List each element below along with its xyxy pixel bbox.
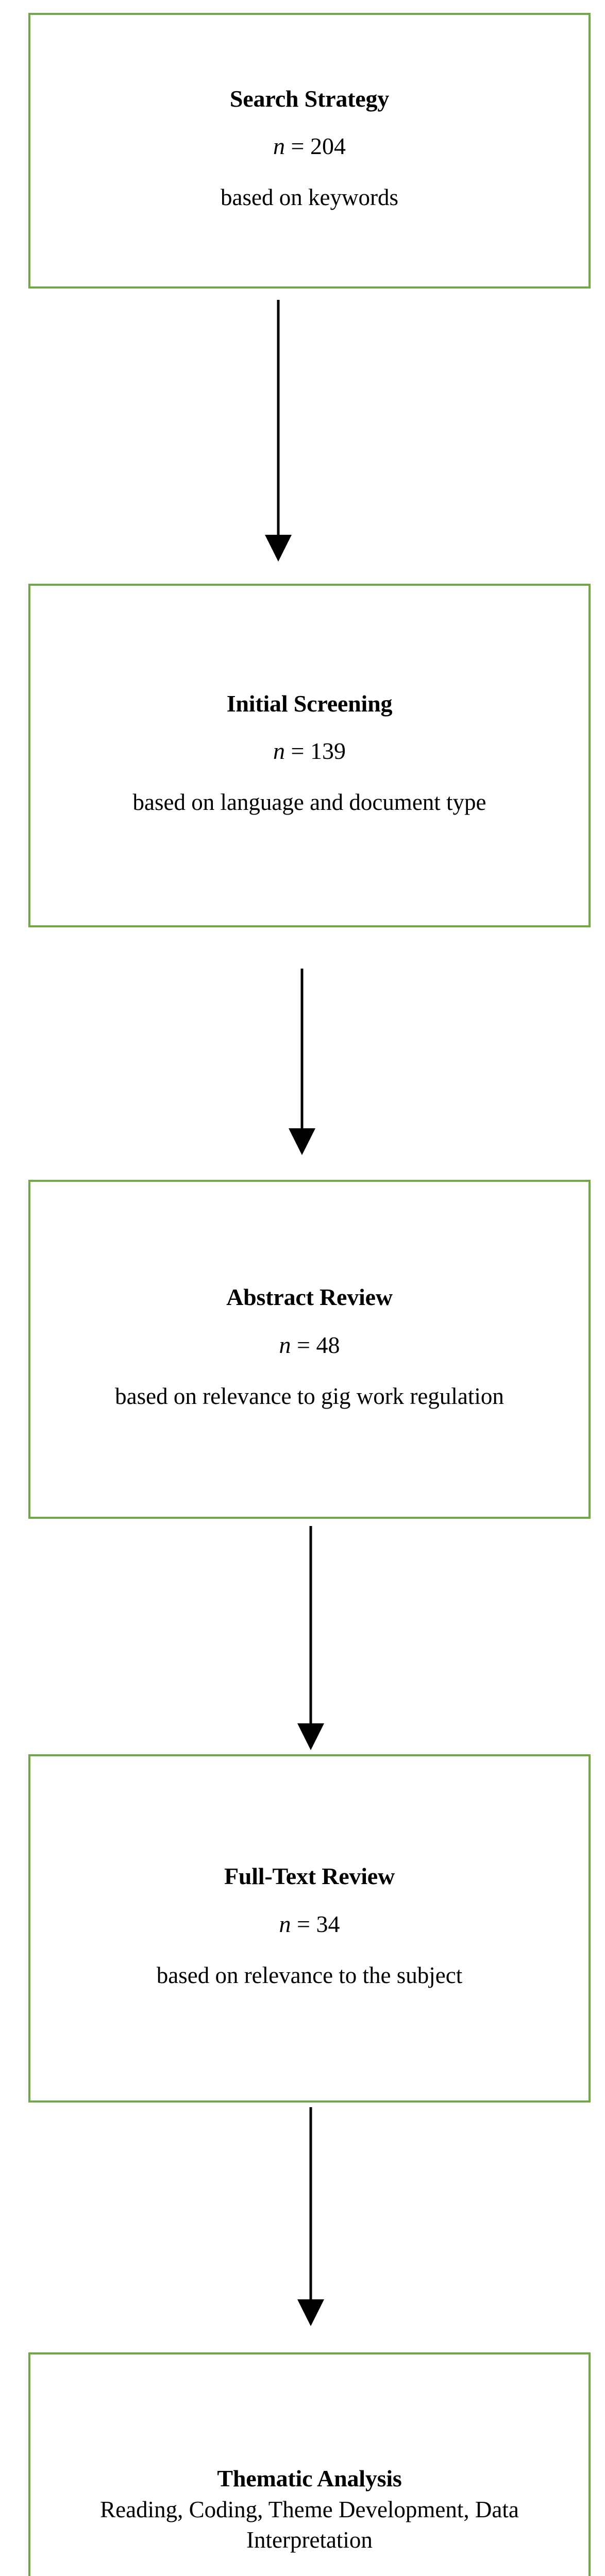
node-count-variable: n: [273, 133, 285, 160]
flow-node-abstract-review: Abstract Review n = 48 based on relevanc…: [28, 1180, 591, 1519]
node-count-value: = 34: [291, 1910, 340, 1937]
node-count-initial-screening: n = 139: [273, 737, 346, 765]
node-count-value: = 48: [291, 1331, 340, 1358]
node-title-full-text-review: Full-Text Review: [224, 1863, 395, 1890]
arrow-shaft: [277, 300, 280, 537]
node-count-variable: n: [279, 1331, 291, 1358]
node-title-abstract-review: Abstract Review: [226, 1284, 393, 1311]
node-title-search-strategy: Search Strategy: [229, 85, 390, 112]
arrow-shaft: [300, 969, 304, 1131]
node-description-abstract-review: based on relevance to gig work regulatio…: [115, 1383, 504, 1409]
node-description-full-text-review: based on relevance to the subject: [156, 1962, 463, 1988]
arrow-head-icon: [289, 1128, 315, 1155]
node-title-thematic-analysis: Thematic Analysis: [217, 2465, 402, 2492]
arrow-shaft: [309, 1526, 312, 1726]
arrow-head-icon: [297, 2299, 324, 2326]
flow-node-initial-screening: Initial Screening n = 139 based on langu…: [28, 584, 591, 927]
node-count-full-text-review: n = 34: [279, 1910, 340, 1938]
node-title-initial-screening: Initial Screening: [226, 690, 393, 717]
node-description-thematic-analysis: Reading, Coding, Theme Development, Data…: [100, 2497, 519, 2553]
node-count-search-strategy: n = 204: [273, 132, 346, 160]
arrow-head-icon: [265, 535, 292, 562]
node-count-variable: n: [273, 738, 285, 765]
node-count-value: = 139: [285, 738, 346, 765]
arrow-head-icon: [297, 1723, 324, 1750]
flow-node-full-text-review: Full-Text Review n = 34 based on relevan…: [28, 1754, 591, 2103]
node-description-initial-screening: based on language and document type: [132, 789, 486, 816]
node-count-variable: n: [279, 1910, 291, 1937]
arrow-shaft: [309, 2107, 312, 2302]
node-count-abstract-review: n = 48: [279, 1331, 340, 1359]
node-count-value: = 204: [285, 133, 346, 160]
flow-node-thematic-analysis: Thematic Analysis Reading, Coding, Theme…: [28, 2352, 591, 2576]
node-description-search-strategy: based on keywords: [221, 184, 398, 211]
flow-node-search-strategy: Search Strategy n = 204 based on keyword…: [28, 13, 591, 289]
